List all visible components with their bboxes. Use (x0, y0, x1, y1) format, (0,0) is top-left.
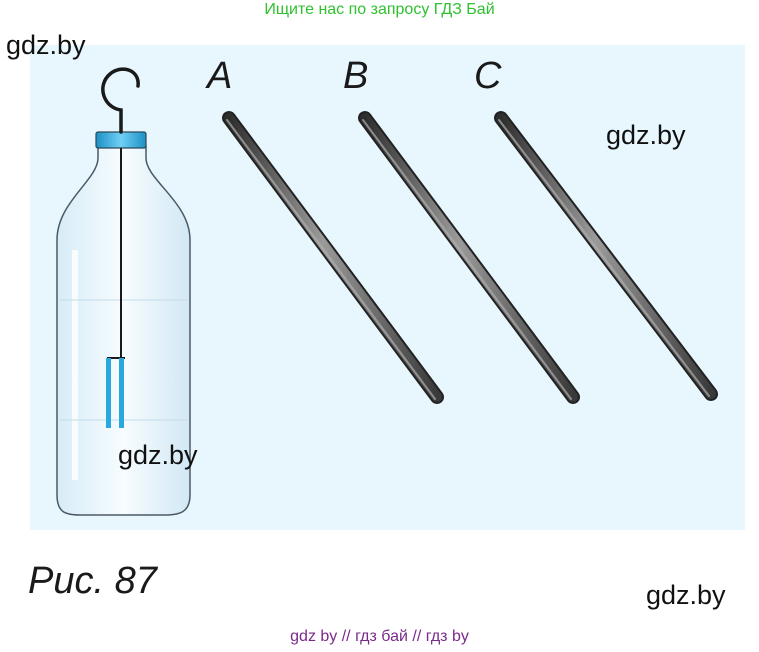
bottle-body (56, 145, 191, 516)
electroscope-bottle (56, 67, 191, 516)
rod-label-a: A (207, 55, 233, 97)
bottle-cap (95, 131, 147, 149)
foil-strip-left (106, 358, 111, 428)
rod-label-b: B (343, 55, 369, 97)
hook-wire (101, 67, 140, 134)
rod-label-c: C (474, 55, 502, 97)
rod-c (494, 111, 718, 401)
watermark-bottom-right: gdz.by (646, 580, 726, 610)
foil-strip-right (119, 358, 124, 428)
watermark-bottle: gdz.by (118, 440, 198, 470)
rod-a (222, 111, 444, 404)
footer-links[interactable]: gdz by // гдз бай // гдз by (290, 628, 469, 645)
figure-caption: Рис. 87 (28, 560, 157, 602)
top-banner[interactable]: Ищите нас по запросу ГДЗ Бай (264, 1, 495, 18)
watermark-top-right: gdz.by (606, 120, 686, 150)
rod-b (358, 111, 580, 404)
watermark-top-left: gdz.by (6, 30, 86, 60)
